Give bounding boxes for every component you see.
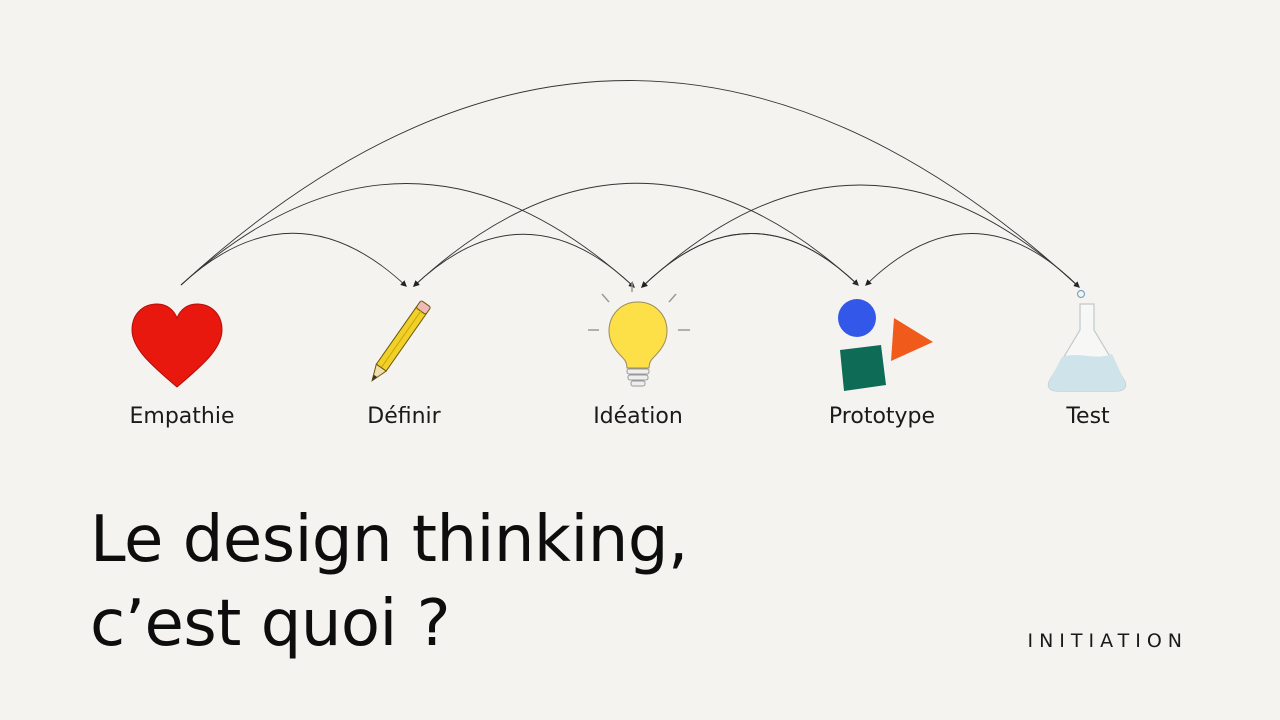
stage-label-prototype: Prototype bbox=[828, 404, 936, 429]
stage-label-definir: Définir bbox=[367, 404, 441, 429]
pencil-icon bbox=[371, 300, 431, 382]
arrow-prototype-to-definir bbox=[413, 182, 859, 287]
page-title-line-1: Le design thinking, bbox=[90, 503, 688, 577]
arrow-empathie-to-test bbox=[180, 80, 1080, 288]
stage-label-test: Test bbox=[1066, 404, 1110, 429]
arrow-prototype-to-ideation bbox=[641, 233, 859, 288]
arrow-ideation-to-definir bbox=[413, 233, 635, 288]
design-thinking-diagram bbox=[131, 80, 1127, 392]
arrow-empathie-to-definir bbox=[180, 232, 407, 287]
category-tag: INITIATION bbox=[1027, 630, 1188, 652]
page-title-line-2: c’est quoi ? bbox=[90, 587, 451, 661]
arrows-layer bbox=[180, 80, 1080, 288]
arrow-test-to-ideation bbox=[641, 184, 1080, 288]
stage-label-empathie: Empathie bbox=[129, 404, 235, 429]
arrow-empathie-to-ideation bbox=[180, 183, 635, 288]
arrow-test-to-prototype bbox=[865, 233, 1080, 288]
flask-icon bbox=[1047, 289, 1127, 392]
heart-icon bbox=[131, 303, 223, 388]
lightbulb-icon bbox=[588, 282, 690, 387]
stage-label-ideation: Idéation bbox=[593, 404, 683, 429]
shapes-icon bbox=[838, 299, 933, 391]
